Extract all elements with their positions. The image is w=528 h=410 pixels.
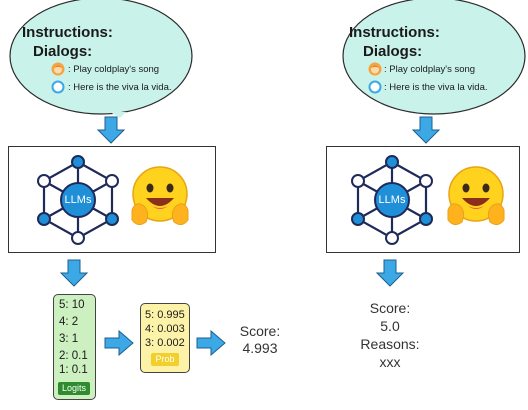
right-score-label: Score:	[369, 300, 411, 316]
prob-tag: Prob	[151, 353, 179, 366]
hugging-face-emoji-icon	[447, 166, 505, 226]
left-llm-label: LLMs	[64, 194, 92, 206]
logits-value: 3: 1	[59, 333, 79, 345]
logits-value: 2: 0.1	[59, 350, 88, 362]
right-bot-dialog-line: : Here is the viva la vida.	[384, 82, 488, 93]
right-score-value: 5.0	[380, 318, 400, 334]
llm-network-icon	[37, 155, 119, 245]
logits-value: 4: 2	[59, 316, 79, 328]
down-arrow-icon	[96, 116, 126, 144]
right-user-dialog-line: : Play coldplay's song	[384, 64, 476, 75]
llm-network-icon	[351, 155, 433, 245]
right-reasons-value: xxx	[379, 354, 401, 370]
prob-value: 5: 0.995	[145, 309, 185, 321]
logits-tag: Logits	[58, 382, 90, 395]
hugging-face-emoji-icon	[131, 166, 189, 226]
prob-value: 4: 0.003	[145, 323, 185, 335]
logits-value: 5: 10	[59, 299, 85, 311]
down-arrow-icon	[375, 259, 405, 287]
left-user-dialog-line: : Play coldplay's song	[68, 64, 160, 75]
user-avatar-icon	[368, 62, 382, 76]
left-bot-dialog-line: : Here is the viva la vida.	[68, 82, 172, 93]
right-llm-label: LLMs	[378, 194, 406, 206]
assistant-circle-icon	[368, 80, 382, 94]
down-arrow-icon	[411, 116, 441, 144]
logits-value: 1: 0.1	[59, 364, 88, 376]
prob-value: 3: 0.002	[145, 337, 185, 349]
right-instructions-heading: Instructions:	[349, 24, 440, 41]
left-score-value: 4.993	[242, 340, 278, 356]
right-arrow-icon	[104, 330, 134, 356]
left-score-label: Score:	[239, 323, 281, 339]
right-arrow-icon	[196, 330, 226, 356]
down-arrow-icon	[59, 259, 89, 287]
right-reasons-label: Reasons:	[360, 336, 420, 352]
assistant-circle-icon	[51, 80, 65, 94]
right-dialogs-heading: Dialogs:	[363, 43, 423, 60]
left-instructions-heading: Instructions:	[22, 24, 113, 41]
user-avatar-icon	[51, 62, 65, 76]
left-dialogs-heading: Dialogs:	[33, 43, 93, 60]
